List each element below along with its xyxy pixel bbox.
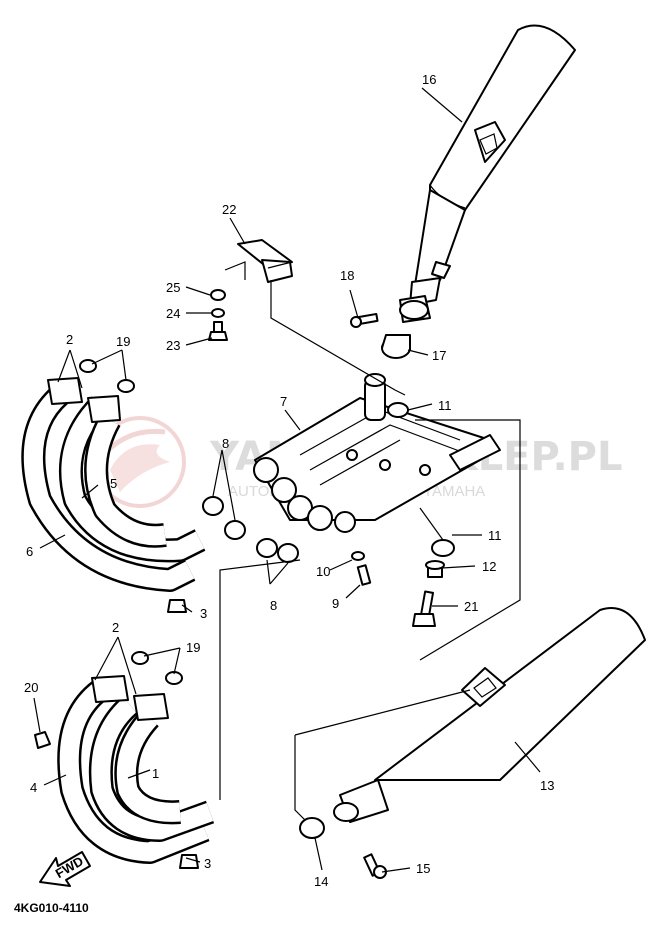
label-15: 15: [416, 861, 430, 876]
exhaust-pipes-upper: [21, 359, 206, 613]
gasket-17: [381, 334, 411, 359]
label-21: 21: [464, 599, 478, 614]
label-9: 9: [332, 596, 339, 611]
label-1: 1: [152, 766, 159, 781]
label-11-lower: 11: [488, 528, 502, 543]
bolt-15: [363, 853, 387, 879]
fasteners-23-25: [208, 289, 228, 341]
collector-7: [253, 373, 501, 533]
label-8-lower: 8: [270, 598, 277, 613]
label-2-upper: 2: [66, 332, 73, 347]
fasteners-9-12-21: [351, 539, 455, 627]
label-25: 25: [166, 280, 180, 295]
label-10: 10: [316, 564, 330, 579]
label-16: 16: [422, 72, 436, 87]
fwd-arrow-icon: FWD: [39, 851, 91, 887]
label-18: 18: [340, 268, 354, 283]
label-6: 6: [26, 544, 33, 559]
gasket-14: [299, 817, 325, 839]
muffler-upper: [399, 24, 576, 323]
label-17: 17: [432, 348, 446, 363]
label-7: 7: [280, 394, 287, 409]
label-3-lower: 3: [204, 856, 211, 871]
label-4: 4: [30, 780, 37, 795]
label-19-lower: 19: [186, 640, 200, 655]
label-5: 5: [110, 476, 117, 491]
label-13: 13: [540, 778, 554, 793]
label-8-upper: 8: [222, 436, 229, 451]
label-20: 20: [24, 680, 38, 695]
gasket-11-upper: [387, 402, 409, 418]
label-3-upper: 3: [200, 606, 207, 621]
label-22: 22: [222, 202, 236, 217]
label-12: 12: [482, 559, 496, 574]
part-labels: 16 22 18 25 24 23 17 2 19 7 11 8 5 6 11 …: [24, 72, 554, 889]
diagram-code: 4KG010-4110: [14, 901, 89, 915]
label-11-upper: 11: [438, 398, 452, 413]
label-14: 14: [314, 874, 328, 889]
label-2-lower: 2: [112, 620, 119, 635]
label-23: 23: [166, 338, 180, 353]
bolt-18: [350, 312, 379, 328]
muffler-lower: [333, 607, 646, 823]
callout-lines: [33, 87, 541, 873]
label-19-upper: 19: [116, 334, 130, 349]
exhaust-pipes-lower: [34, 651, 215, 869]
bracket-22: [224, 239, 293, 283]
label-24: 24: [166, 306, 180, 321]
gaskets-8: [202, 496, 299, 563]
